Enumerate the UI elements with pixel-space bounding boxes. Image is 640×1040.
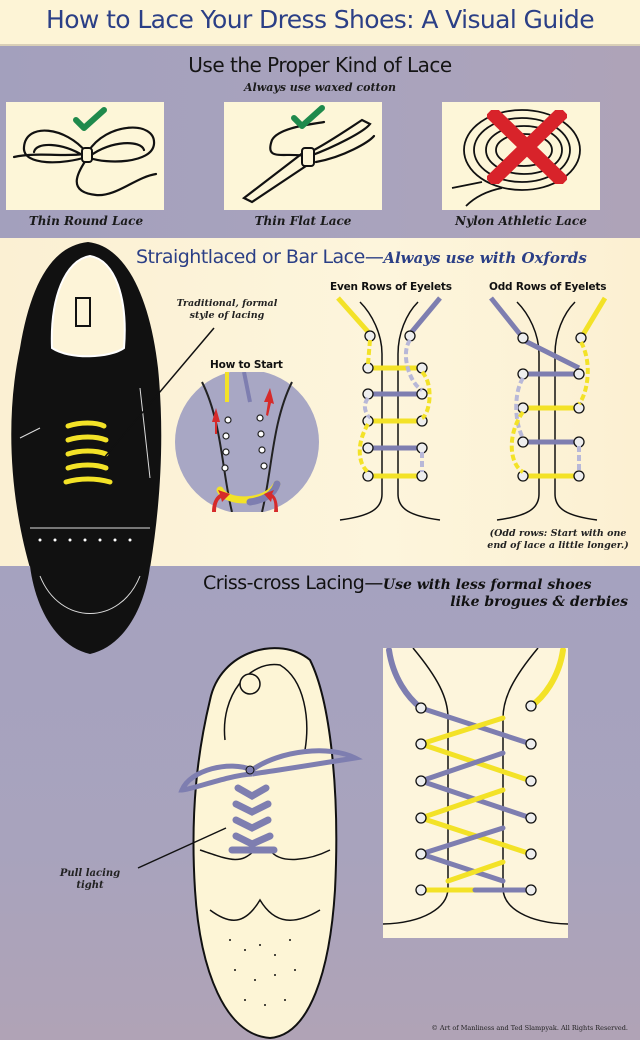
criss-cross-diagram [383,648,568,938]
section-bar-lace: Straightlaced or Bar Lace—Always use wit… [0,238,640,566]
odd-rows-label: Odd Rows of Eyelets [489,281,607,293]
check-icon [73,107,107,131]
section-criss-cross: Criss-cross Lacing—Use with less formal … [0,566,640,1040]
lace-card-thin-round [6,102,164,210]
even-rows-label: Even Rows of Eyelets [330,281,452,293]
thin-flat-lace-illustration [241,118,376,204]
oxford-shoe-illustration [11,242,162,566]
annotation-traditional: Traditional, formal style of lacing [176,298,278,321]
nylon-athletic-lace-illustration [451,109,581,207]
brogue-shoe-illustration [178,647,363,1040]
header: How to Lace Your Dress Shoes: A Visual G… [0,0,640,46]
section-lace-type: Use the Proper Kind of Lace Always use w… [0,46,640,238]
page-title: How to Lace Your Dress Shoes: A Visual G… [46,5,595,34]
annotation-pointer-line [137,827,227,869]
lace-card-thin-flat [224,102,382,210]
copyright-notice: © Art of Manliness and Ted Slampyak. All… [431,1024,628,1032]
lace-label: Thin Round Lace [28,214,144,228]
section-title-line-2: like brogues & derbies [450,594,628,610]
annotation-pull-tight: Pull lacing tight [59,868,121,891]
red-arrow-icon [212,388,278,512]
lace-label: Nylon Athletic Lace [455,214,587,228]
section-title: Criss-cross Lacing—Use with less formal … [203,572,592,594]
thin-round-lace-illustration [12,126,158,197]
check-icon [291,105,325,129]
odd-rows-note: (Odd rows: Start with one end of lace a … [487,528,629,551]
how-to-start-label: How to Start [210,359,283,371]
oxford-shoe-toe [30,566,150,654]
annotation-pointer-line [103,327,215,459]
section-subtitle: Always use waxed cotton [244,81,396,94]
even-rows-diagram [336,296,442,521]
x-icon [487,110,567,184]
section-title: Use the Proper Kind of Lace [188,53,452,77]
section-title: Straightlaced or Bar Lace—Always use wit… [136,246,587,268]
odd-rows-diagram [489,296,607,521]
lace-label: Thin Flat Lace [254,214,352,228]
how-to-start-illustration [175,372,319,512]
lace-card-nylon-athletic [442,102,600,210]
